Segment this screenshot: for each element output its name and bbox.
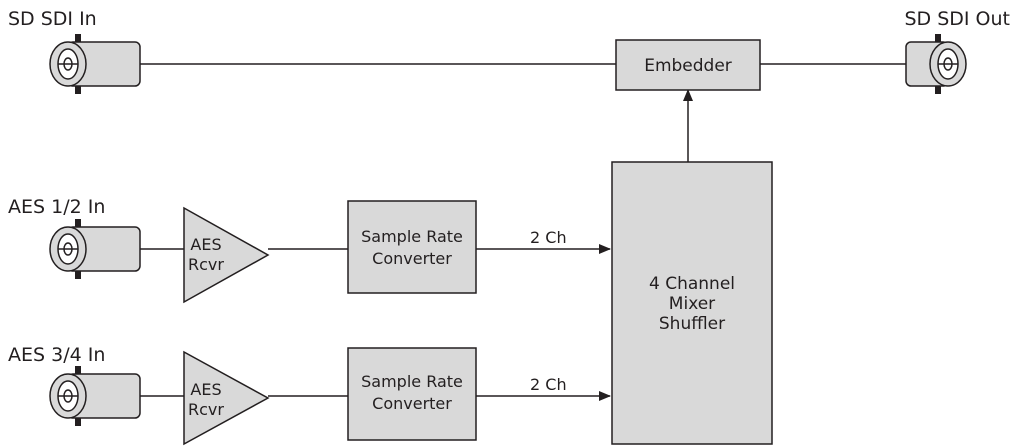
sdi-in-label: SD SDI In bbox=[8, 8, 97, 30]
sample-rate-converter-2-block bbox=[347, 347, 477, 441]
triangle-amplifier-icon bbox=[183, 350, 270, 446]
mixer-block bbox=[611, 161, 773, 445]
mixer-label-line-1: 4 Channel bbox=[649, 274, 735, 294]
aes-rcvr-1-label-line-2: Rcvr bbox=[188, 255, 224, 274]
embedder-block bbox=[615, 39, 761, 91]
link-label-ch-1: 2 Ch bbox=[530, 228, 567, 247]
aes-rcvr-2-label-line-2: Rcvr bbox=[188, 400, 224, 419]
mixer-label-line-2: Mixer bbox=[669, 294, 715, 314]
bnc-connector-icon bbox=[905, 34, 967, 94]
triangle-amplifier-icon bbox=[183, 206, 270, 304]
src-1-label-line-2: Converter bbox=[372, 249, 452, 268]
bnc-connector-icon bbox=[49, 219, 141, 279]
aes-rcvr-1-label-line-1: AES bbox=[190, 235, 221, 254]
src-2-label-line-1: Sample Rate bbox=[361, 372, 463, 391]
link-label-ch-2: 2 Ch bbox=[530, 375, 567, 394]
bnc-connector-icon bbox=[49, 34, 141, 94]
aes34-in-label: AES 3/4 In bbox=[8, 344, 105, 366]
aes12-in-label: AES 1/2 In bbox=[8, 196, 105, 218]
sdi-out-label: SD SDI Out bbox=[904, 8, 1010, 30]
bnc-connector-icon bbox=[49, 366, 141, 426]
src-2-label-line-2: Converter bbox=[372, 394, 452, 413]
src-1-label-line-1: Sample Rate bbox=[361, 227, 463, 246]
sample-rate-converter-1-block bbox=[347, 200, 477, 294]
mixer-label-line-3: Shuffler bbox=[659, 314, 725, 334]
embedder-label: Embedder bbox=[644, 56, 732, 76]
aes-rcvr-2-label-line-1: AES bbox=[190, 380, 221, 399]
